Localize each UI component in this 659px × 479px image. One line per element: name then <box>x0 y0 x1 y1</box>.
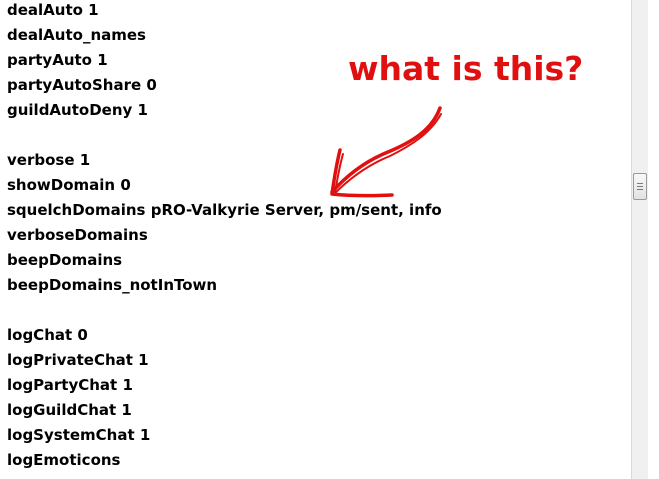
config-line-verboseDomains: verboseDomains <box>7 226 148 244</box>
annotation-arrow-icon <box>330 106 442 198</box>
config-line-showDomain: showDomain 0 <box>7 176 131 194</box>
config-line-logEmoticons: logEmoticons <box>7 451 121 469</box>
window-edge <box>648 0 659 479</box>
config-line-guildAutoDeny: guildAutoDeny 1 <box>7 101 148 119</box>
config-line-partyAuto: partyAuto 1 <box>7 51 108 69</box>
text-editor-content[interactable]: dealAuto 1 dealAuto_names partyAuto 1 pa… <box>0 0 630 479</box>
config-line-squelchDomains: squelchDomains pRO-Valkyrie Server, pm/s… <box>7 201 442 219</box>
config-line-beepDomains: beepDomains <box>7 251 123 269</box>
annotation-label: what is this? <box>348 49 584 88</box>
scrollbar-thumb[interactable] <box>633 173 647 200</box>
grip-line <box>637 183 643 184</box>
config-line-dealAuto-names: dealAuto_names <box>7 26 146 44</box>
grip-line <box>637 189 643 190</box>
config-line-verbose: verbose 1 <box>7 151 91 169</box>
vertical-scrollbar[interactable] <box>631 0 648 479</box>
config-line-logGuildChat: logGuildChat 1 <box>7 401 132 419</box>
config-line-logChat: logChat 0 <box>7 326 88 344</box>
config-line-partyAutoShare: partyAutoShare 0 <box>7 76 157 94</box>
config-line-dealAuto: dealAuto 1 <box>7 1 99 19</box>
grip-line <box>637 186 643 187</box>
config-line-logPrivateChat: logPrivateChat 1 <box>7 351 149 369</box>
config-line-logSystemChat: logSystemChat 1 <box>7 426 151 444</box>
config-line-beepDomains-notInTown: beepDomains_notInTown <box>7 276 218 294</box>
config-line-logPartyChat: logPartyChat 1 <box>7 376 133 394</box>
